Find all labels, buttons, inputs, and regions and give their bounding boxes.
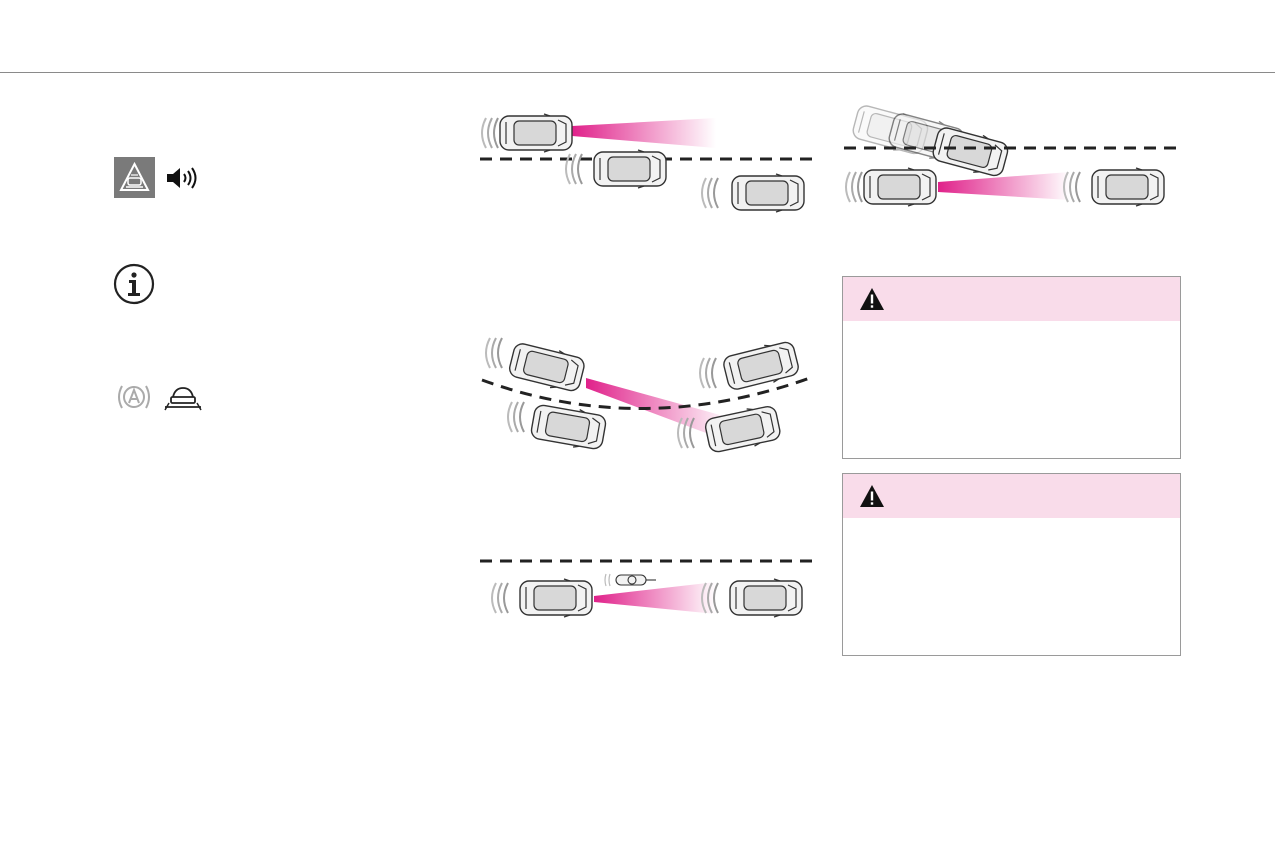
motorcycle-icon (604, 573, 656, 587)
warning-triangle-icon (860, 485, 884, 507)
header-rule (0, 72, 1275, 73)
figure-motorcycle-detection (476, 548, 816, 633)
speaker-icon (166, 166, 200, 195)
vehicle-lane-icon (163, 383, 203, 416)
auto-mode-icon (116, 383, 152, 416)
lane-change-alert-icon (114, 157, 155, 203)
info-icon (113, 263, 155, 310)
warning-triangle-icon (860, 288, 884, 310)
warning-header (843, 474, 1180, 518)
warning-header (843, 277, 1180, 321)
warning-panel (842, 276, 1181, 459)
figure-curve-detection (476, 328, 816, 473)
figure-lane-change-rear (476, 108, 816, 223)
warning-panel (842, 473, 1181, 656)
figure-lane-change-merge (840, 100, 1180, 225)
